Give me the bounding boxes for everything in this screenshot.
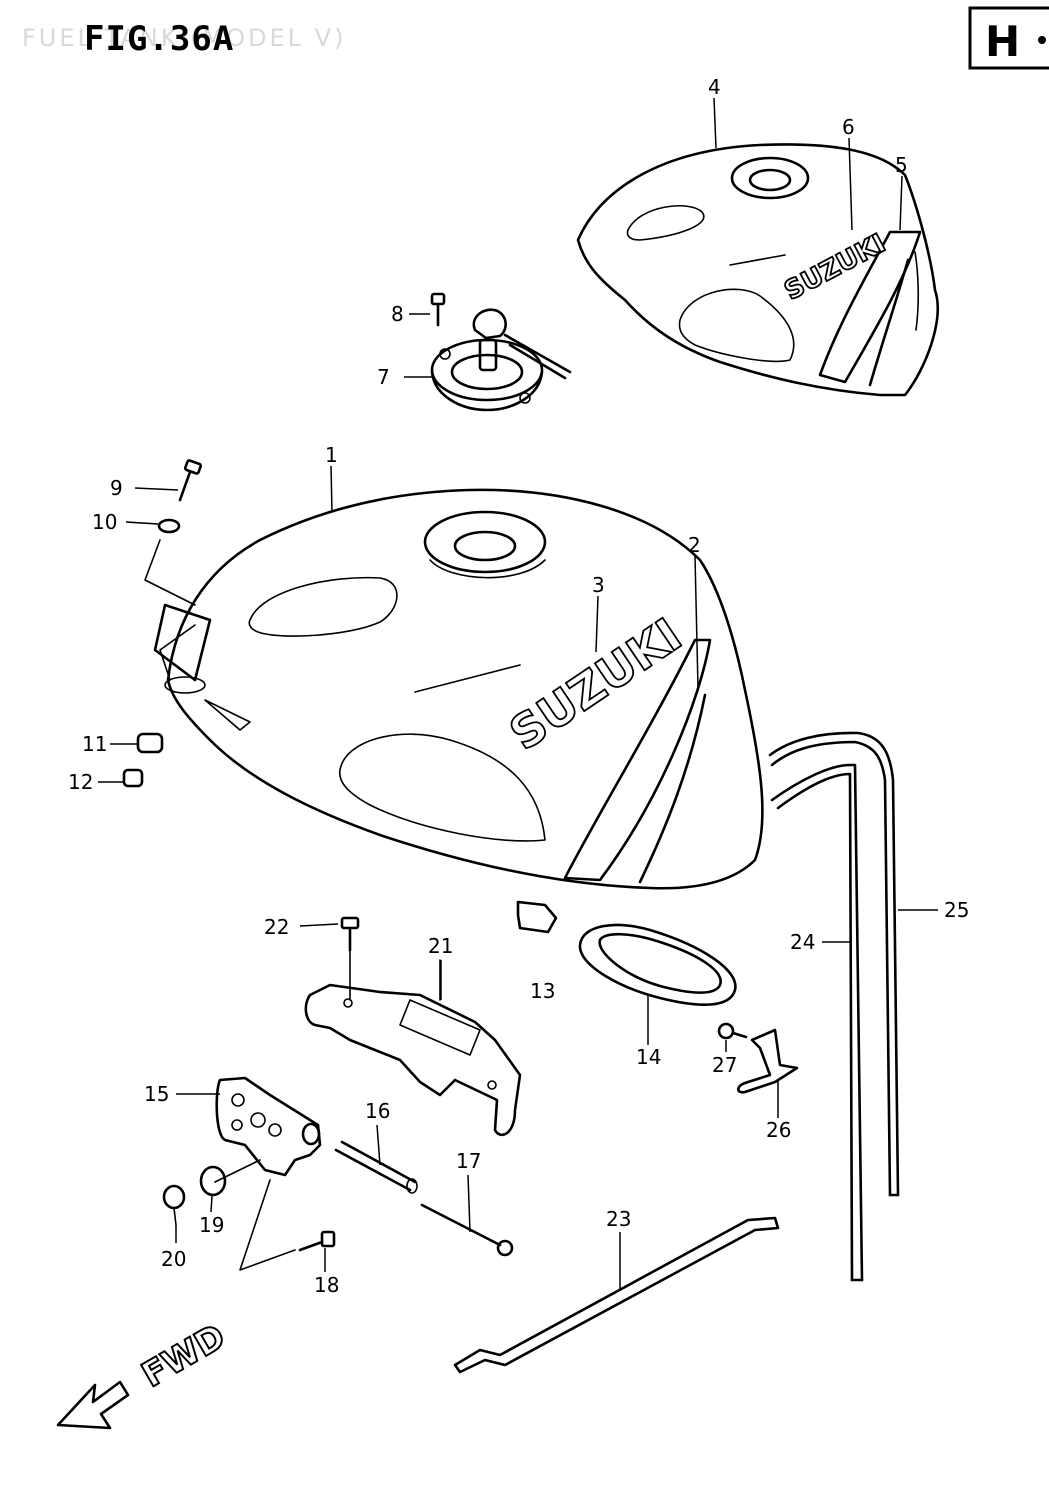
leader-lines bbox=[175, 97, 938, 1290]
callout-22[interactable]: 22 bbox=[264, 915, 289, 939]
callout-15[interactable]: 15 bbox=[144, 1082, 169, 1106]
callout-26[interactable]: 26 bbox=[766, 1118, 791, 1142]
cushion-11-drawing bbox=[110, 732, 164, 754]
callout-1[interactable]: 1 bbox=[325, 443, 338, 467]
callout-12[interactable]: 12 bbox=[68, 770, 93, 794]
callout-13[interactable]: 13 bbox=[530, 979, 555, 1003]
callouts: 1 2 3 4 5 6 7 8 9 10 11 12 13 14 15 16 1… bbox=[68, 75, 969, 1297]
callout-25[interactable]: 25 bbox=[944, 898, 969, 922]
callout-5[interactable]: 5 bbox=[895, 153, 908, 177]
callout-17[interactable]: 17 bbox=[456, 1149, 481, 1173]
callout-6[interactable]: 6 bbox=[842, 115, 855, 139]
section-badge-label: H bbox=[985, 17, 1020, 66]
cushion-13-drawing bbox=[516, 900, 558, 934]
collar-20-drawing bbox=[162, 1184, 186, 1226]
callout-16[interactable]: 16 bbox=[365, 1099, 390, 1123]
washer-10-drawing bbox=[125, 518, 196, 606]
rod-23-drawing bbox=[453, 1216, 780, 1374]
tank-cover-brand: SUZUKI bbox=[779, 228, 892, 308]
callout-7[interactable]: 7 bbox=[377, 365, 390, 389]
pipe-16-drawing bbox=[334, 1140, 418, 1194]
bolt-9-drawing bbox=[134, 459, 203, 502]
bolt-17-drawing bbox=[420, 1203, 514, 1257]
fuel-tank-brand-text: SUZUKI bbox=[500, 608, 691, 761]
callout-9[interactable]: 9 bbox=[110, 476, 123, 500]
forward-arrow-label: FWD bbox=[135, 1317, 232, 1396]
hose-25-drawing bbox=[768, 731, 900, 1197]
callout-3[interactable]: 3 bbox=[592, 573, 605, 597]
bracket-15-drawing bbox=[176, 1076, 322, 1183]
fuel-cap-drawing bbox=[404, 308, 572, 412]
grommet-19-drawing bbox=[199, 1165, 227, 1197]
bracket-21-drawing bbox=[304, 959, 522, 1136]
fuel-tank-drawing bbox=[153, 488, 764, 890]
screw-27-drawing bbox=[717, 1022, 748, 1040]
hose-24-drawing bbox=[770, 763, 864, 1282]
callout-27[interactable]: 27 bbox=[712, 1053, 737, 1077]
tank-cover-brand-text: SUZUKI bbox=[780, 229, 891, 307]
bolt-22-drawing bbox=[340, 916, 360, 1001]
callout-20[interactable]: 20 bbox=[161, 1247, 186, 1271]
callout-10[interactable]: 10 bbox=[92, 510, 117, 534]
clip-26-drawing bbox=[736, 1028, 799, 1094]
callout-8[interactable]: 8 bbox=[391, 302, 404, 326]
section-badge: H bbox=[968, 6, 1049, 70]
faded-caption: FUEL TANK (MODEL V) bbox=[22, 24, 346, 52]
callout-11[interactable]: 11 bbox=[82, 732, 107, 756]
callout-21[interactable]: 21 bbox=[428, 934, 453, 958]
cushion-12-drawing bbox=[98, 768, 144, 788]
figure-title: FIG.36A bbox=[84, 19, 234, 59]
callout-4[interactable]: 4 bbox=[708, 75, 721, 99]
callout-19[interactable]: 19 bbox=[199, 1213, 224, 1237]
callout-23[interactable]: 23 bbox=[606, 1207, 631, 1231]
callout-14[interactable]: 14 bbox=[636, 1045, 661, 1069]
forward-arrow: FWD bbox=[56, 1316, 233, 1430]
screw-8-drawing bbox=[409, 292, 446, 327]
tank-cover-drawing bbox=[576, 143, 939, 397]
callout-24[interactable]: 24 bbox=[790, 930, 815, 954]
bolt-18-drawing bbox=[239, 1179, 336, 1271]
callout-2[interactable]: 2 bbox=[688, 533, 701, 557]
fuel-tank-brand: SUZUKI bbox=[499, 607, 692, 762]
seal-14-drawing bbox=[578, 923, 737, 1006]
callout-18[interactable]: 18 bbox=[314, 1273, 339, 1297]
